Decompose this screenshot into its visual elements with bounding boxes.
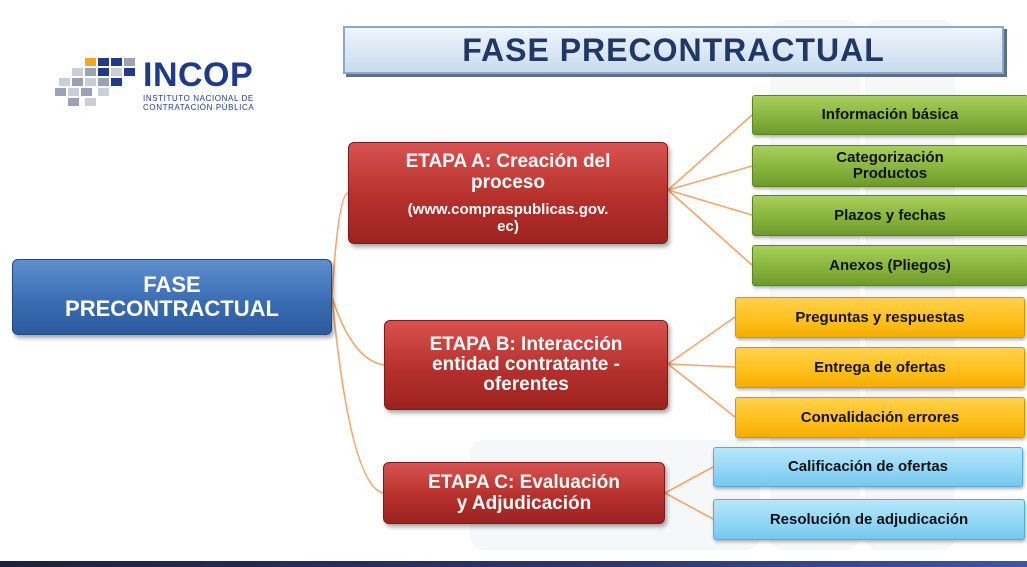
connector-b-item3 [667,363,736,418]
connector-a-item2 [667,165,753,191]
root-label-line1: FASE [143,272,201,297]
stage-b-title-line2: entidad contratante - [432,354,620,375]
stage-a-node: ETAPA A: Creación del proceso (www.compr… [348,142,668,244]
leaf-label-line2: Productos [852,165,928,182]
leaf-resolucion-de-adjudicacion: Resolución de adjudicación [713,499,1025,540]
connector-c-item1 [664,466,714,494]
leaf-label: Preguntas y respuestas [795,308,965,326]
root-node-fase-precontractual: FASE PRECONTRACTUAL [12,259,332,335]
logo-subtitle: INSTITUTO NACIONAL DE CONTRATACIÓN PÚBLI… [143,94,254,112]
incop-logo: INCOP INSTITUTO NACIONAL DE CONTRATACIÓN… [55,56,305,128]
connector-b-item1 [667,316,736,365]
stage-c-node: ETAPA C: Evaluación y Adjudicación [383,462,665,524]
leaf-label-line1: Categorización [836,149,944,166]
connector-root-stage-a [331,192,349,298]
logo-wordmark: INCOP [143,56,254,94]
leaf-entrega-de-ofertas: Entrega de ofertas [735,347,1025,388]
leaf-label: Plazos y fechas [834,206,946,224]
leaf-plazos-y-fechas: Plazos y fechas [752,195,1027,236]
logo-subtitle-line2: CONTRATACIÓN PÚBLICA [143,103,255,112]
logo-mark-icon [55,58,135,106]
leaf-label: Información básica [821,106,959,123]
bottom-accent-bar [0,561,1027,567]
leaf-label: Entrega de ofertas [814,358,946,376]
leaf-categorizacion-productos: Categorización Productos [752,145,1027,187]
connector-c-item2 [664,492,714,520]
stage-a-url-line2: ec) [497,218,519,235]
root-label-line2: PRECONTRACTUAL [65,296,279,321]
stage-a-url-line1: (www.compraspublicas.gov. [407,201,609,218]
logo-subtitle-line1: INSTITUTO NACIONAL DE [143,94,254,103]
connector-a-item4 [667,189,753,266]
stage-c-title-line2: y Adjudicación [456,493,592,514]
leaf-label: Convalidación errores [800,408,960,426]
connector-root-stage-c [331,296,384,494]
stage-b-node: ETAPA B: Interacción entidad contratante… [384,320,668,410]
leaf-preguntas-y-respuestas: Preguntas y respuestas [735,297,1025,338]
leaf-informacion-basica: Información básica [752,95,1027,135]
stage-b-title-line3: oferentes [483,374,569,395]
connector-a-item1 [667,114,753,191]
leaf-anexos-pliegos: Anexos (Pliegos) [752,245,1027,286]
stage-b-title-line1: ETAPA B: Interacción [429,334,623,355]
leaf-label: Anexos (Pliegos) [829,256,951,274]
page-title: FASE PRECONTRACTUAL [462,31,885,68]
connector-a-item3 [667,189,753,216]
stage-c-title-line1: ETAPA C: Evaluación [428,472,620,493]
leaf-label: Resolución de adjudicación [769,510,969,528]
connector-root-stage-b [331,296,385,366]
leaf-calificacion-de-ofertas: Calificación de ofertas [713,447,1023,487]
stage-a-url: (www.compraspublicas.gov. ec) [408,201,609,235]
leaf-label: Calificación de ofertas [787,458,949,475]
stage-a-title-line1: ETAPA A: Creación del [405,151,611,172]
stage-a-title-line2: proceso [471,172,545,193]
page-title-banner: FASE PRECONTRACTUAL [343,26,1004,74]
leaf-convalidacion-errores: Convalidación errores [735,397,1025,438]
connector-b-item2 [667,363,736,368]
